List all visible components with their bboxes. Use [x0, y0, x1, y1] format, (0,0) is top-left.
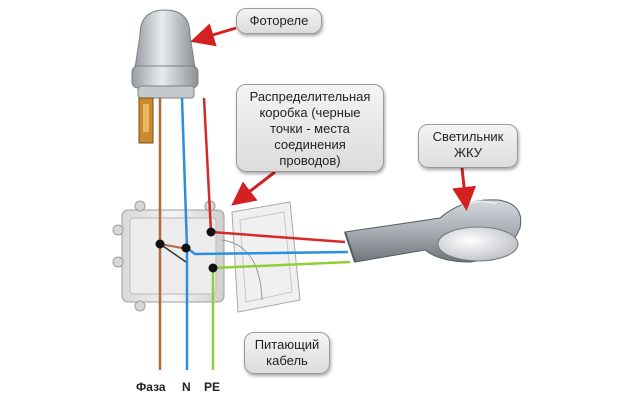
supply-cable-label: Питающий кабель [244, 332, 330, 374]
pe-wire-label: PE [204, 380, 221, 394]
phase-wire-label: Фаза [136, 380, 166, 394]
junction-box-label-line: проводов) [279, 153, 341, 168]
junction-box-label-line: коробка (черные [259, 105, 361, 120]
junction-box-label-line: Распределительная [249, 89, 371, 104]
street-lamp-label: Светильник ЖКУ [418, 124, 518, 168]
supply-cable-label-line: кабель [266, 353, 308, 368]
connection-points [155, 227, 218, 273]
junction-box-label-line: точки - места [270, 121, 350, 136]
pointer-arrows [190, 23, 476, 211]
photo-relay-label-text: Фотореле [249, 13, 309, 28]
junction-box-label: Распределительная коробка (черные точки … [236, 84, 384, 172]
junction-box-label-line: соединения [274, 137, 346, 152]
street-lamp-label-line: Светильник [432, 129, 504, 144]
lamp-pointer-arrow [452, 167, 476, 211]
junction-box [112, 200, 301, 313]
connection-point [206, 227, 216, 237]
relay-pointer-arrow [190, 23, 237, 47]
photo-relay [131, 9, 199, 144]
street-lamp [344, 199, 522, 263]
connection-point [181, 243, 191, 253]
photo-relay-label: Фотореле [236, 8, 322, 34]
connection-point [208, 263, 218, 273]
box-pointer-arrow [231, 170, 276, 206]
connection-point [155, 239, 165, 249]
neutral-wire-label: N [182, 380, 191, 394]
supply-cable-label-line: Питающий [254, 337, 320, 352]
street-lamp-label-line: ЖКУ [454, 145, 482, 160]
